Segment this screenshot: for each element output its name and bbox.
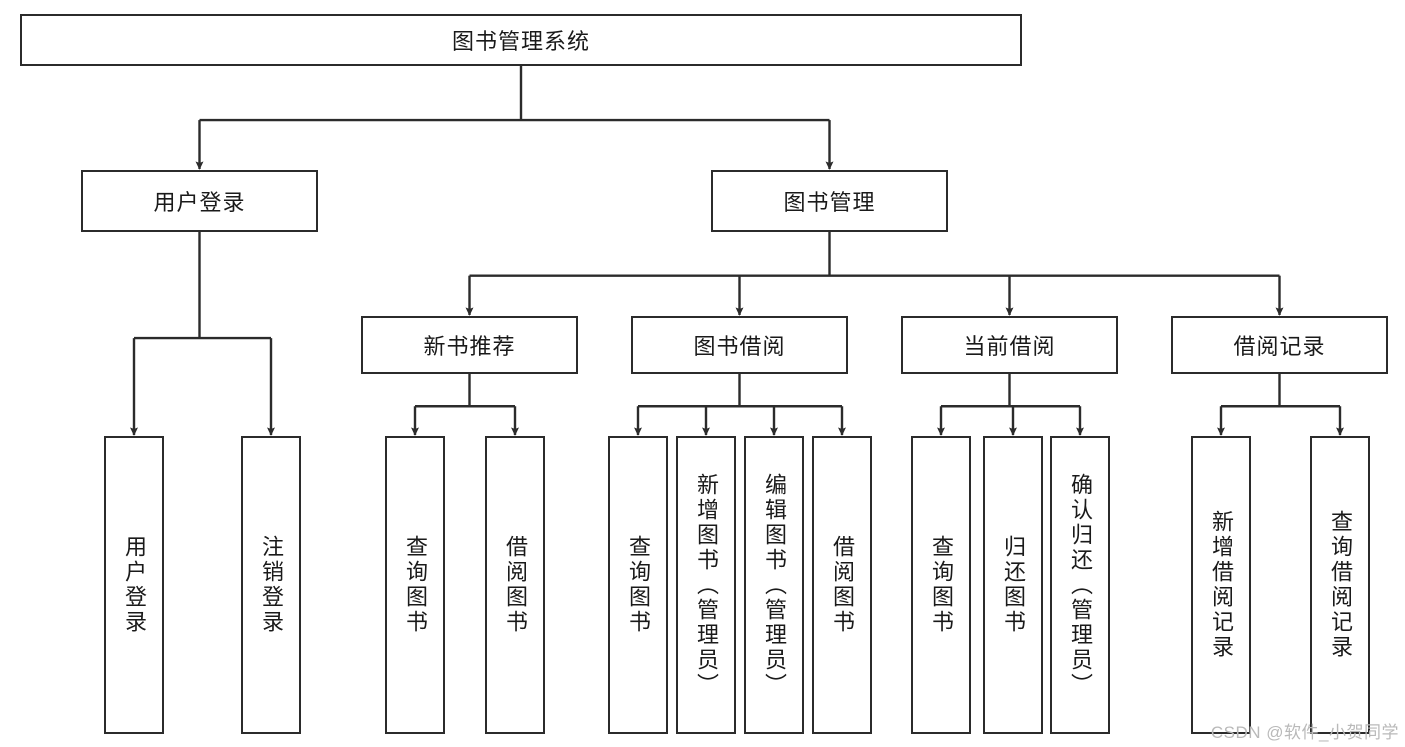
node-label: 新书推荐 <box>423 334 516 359</box>
node-leaf-edit[interactable]: 编辑图书（管理员） <box>744 436 804 734</box>
node-label: 当前借阅 <box>963 334 1056 359</box>
node-leaf-logout[interactable]: 注销登录 <box>241 436 301 734</box>
node-label: 查询图书 <box>929 535 954 635</box>
node-label: 确认归还（管理员） <box>1068 472 1093 698</box>
node-label: 借阅图书 <box>830 535 855 635</box>
node-label: 图书管理系统 <box>451 29 590 54</box>
node-label: 查询借阅记录 <box>1328 510 1353 660</box>
node-leaf-add[interactable]: 新增图书（管理员） <box>676 436 736 734</box>
node-leaf-conf[interactable]: 确认归还（管理员） <box>1050 436 1110 734</box>
node-leaf-q2[interactable]: 查询图书 <box>608 436 668 734</box>
node-label: 用户登录 <box>122 535 147 635</box>
edge-group <box>130 66 1344 436</box>
node-leaf-addrec[interactable]: 新增借阅记录 <box>1191 436 1251 734</box>
node-label: 用户登录 <box>153 190 246 215</box>
node-leaf-b1[interactable]: 借阅图书 <box>485 436 545 734</box>
node-label: 查询图书 <box>626 535 651 635</box>
node-leaf-q1[interactable]: 查询图书 <box>385 436 445 734</box>
node-login[interactable]: 用户登录 <box>81 170 318 232</box>
node-leaf-qrec[interactable]: 查询借阅记录 <box>1310 436 1370 734</box>
node-label: 查询图书 <box>403 535 428 635</box>
node-current[interactable]: 当前借阅 <box>901 316 1118 374</box>
node-leaf-b2[interactable]: 借阅图书 <box>812 436 872 734</box>
node-label: 新增图书（管理员） <box>694 472 719 698</box>
node-label: 借阅图书 <box>503 535 528 635</box>
node-leaf-q3[interactable]: 查询图书 <box>911 436 971 734</box>
node-label: 图书管理 <box>783 190 876 215</box>
node-newrec[interactable]: 新书推荐 <box>361 316 578 374</box>
node-leaf-login[interactable]: 用户登录 <box>104 436 164 734</box>
node-bookmgmt[interactable]: 图书管理 <box>711 170 948 232</box>
node-leaf-ret[interactable]: 归还图书 <box>983 436 1043 734</box>
node-label: 归还图书 <box>1001 535 1026 635</box>
node-borrow[interactable]: 图书借阅 <box>631 316 848 374</box>
watermark-label: CSDN @软件_小贺同学 <box>1210 723 1399 742</box>
node-label: 注销登录 <box>259 535 284 635</box>
node-label: 借阅记录 <box>1233 334 1326 359</box>
node-label: 编辑图书（管理员） <box>762 472 787 698</box>
node-label: 新增借阅记录 <box>1209 510 1234 660</box>
node-label: 图书借阅 <box>693 334 786 359</box>
node-records[interactable]: 借阅记录 <box>1171 316 1388 374</box>
node-root[interactable]: 图书管理系统 <box>20 14 1022 66</box>
